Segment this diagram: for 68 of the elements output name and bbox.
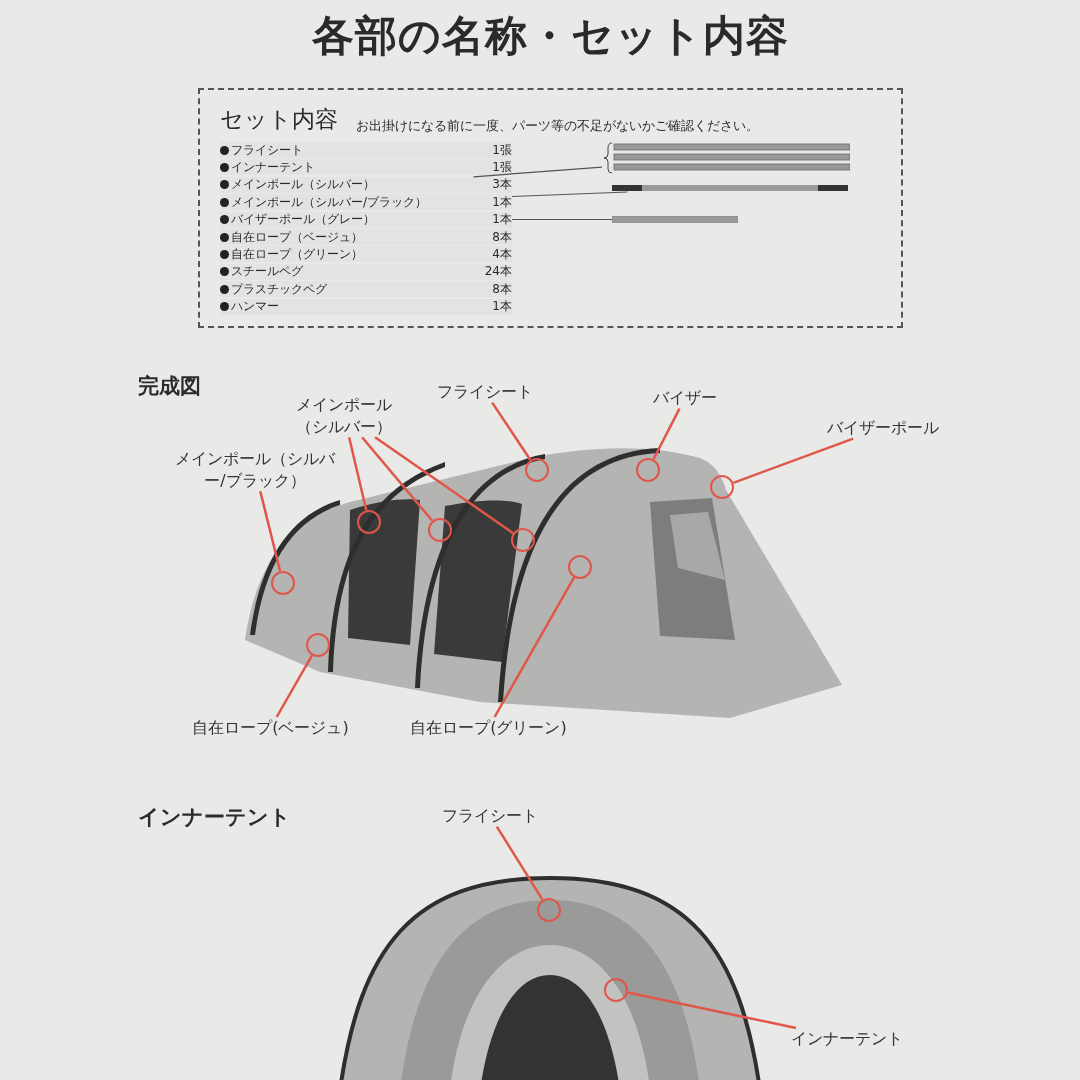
part-name: スチールペグ xyxy=(231,263,303,281)
quantity: 8本 xyxy=(492,280,512,298)
quantity: 1本 xyxy=(492,211,512,229)
parts-list-row xyxy=(220,194,512,211)
part-name: メインポール（シルバー/ブラック） xyxy=(231,193,428,211)
parts-list-row xyxy=(220,142,512,158)
callout-circle xyxy=(306,633,330,657)
panel-heading: セット内容 xyxy=(220,105,338,134)
callout-label: 自在ロープ(グリーン) xyxy=(396,717,581,739)
parts-list-row xyxy=(220,159,512,176)
part-name: プラスチックペグ xyxy=(231,280,327,298)
quantity: 3本 xyxy=(492,176,512,194)
leader-line xyxy=(511,218,613,221)
part-name: メインポール（シルバー） xyxy=(231,176,375,194)
quantity: 1張 xyxy=(492,141,512,159)
callout-circle xyxy=(568,555,592,579)
parts-list-row xyxy=(220,176,512,193)
quantity: 1張 xyxy=(492,158,512,176)
callout-circle xyxy=(271,571,295,595)
parts-list-panel xyxy=(198,88,903,328)
callout-circle xyxy=(525,458,549,482)
quantity: 8本 xyxy=(492,228,512,246)
leader-line xyxy=(495,825,544,901)
callout-circle xyxy=(537,898,561,922)
part-name: インナーテント xyxy=(231,158,315,176)
part-name: ハンマー xyxy=(231,298,279,316)
quantity: 1本 xyxy=(492,298,512,316)
callout-label: インナーテント xyxy=(782,1028,912,1050)
quantity: 1本 xyxy=(492,193,512,211)
section-heading: インナーテント xyxy=(138,804,291,831)
quantity: 24本 xyxy=(484,263,512,281)
parts-list-row xyxy=(220,229,512,245)
callout-circle xyxy=(357,510,381,534)
part-name: 自在ロープ（ベージュ） xyxy=(231,228,363,246)
part-name: 自在ロープ（グリーン） xyxy=(231,245,363,263)
callout-label: メインポール（シルバー） xyxy=(288,394,400,438)
leader-line xyxy=(361,436,434,522)
leader-line xyxy=(374,436,514,535)
callout-label: フライシート xyxy=(430,381,540,403)
callout-circle xyxy=(428,518,452,542)
panel-note: お出掛けになる前に一度、パーツ等の不足がないかご確認ください。 xyxy=(356,117,759,135)
leader-line xyxy=(627,991,797,1030)
part-name: バイザーポール（グレー） xyxy=(231,211,375,229)
callout-label: フライシート xyxy=(435,805,545,827)
callout-label: バイザー xyxy=(645,387,725,409)
parts-list-row xyxy=(220,281,512,298)
part-name: フライシート xyxy=(231,141,303,159)
section-heading: 完成図 xyxy=(138,373,201,400)
leader-line xyxy=(732,437,854,484)
leader-line xyxy=(511,191,628,198)
page-title: 各部の名称・セット内容 xyxy=(310,10,790,62)
callout-circle xyxy=(511,528,535,552)
callout-circle xyxy=(636,458,660,482)
quantity: 4本 xyxy=(492,245,512,263)
callout-circle xyxy=(604,978,628,1002)
callout-label: バイザーポール xyxy=(815,417,950,439)
callout-circle xyxy=(710,475,734,499)
parts-list-row xyxy=(220,246,512,263)
leader-line xyxy=(491,401,532,461)
leader-line xyxy=(275,654,314,718)
callout-label: 自在ロープ(ベージュ) xyxy=(178,717,363,739)
leader-line xyxy=(347,436,368,511)
parts-list-row xyxy=(220,211,512,228)
leader-line xyxy=(652,408,681,460)
parts-list-row xyxy=(220,298,512,315)
leader-line xyxy=(472,166,603,178)
callout-label: メインポール（シルバー/ブラック） xyxy=(170,448,340,492)
parts-list-row xyxy=(220,263,512,280)
